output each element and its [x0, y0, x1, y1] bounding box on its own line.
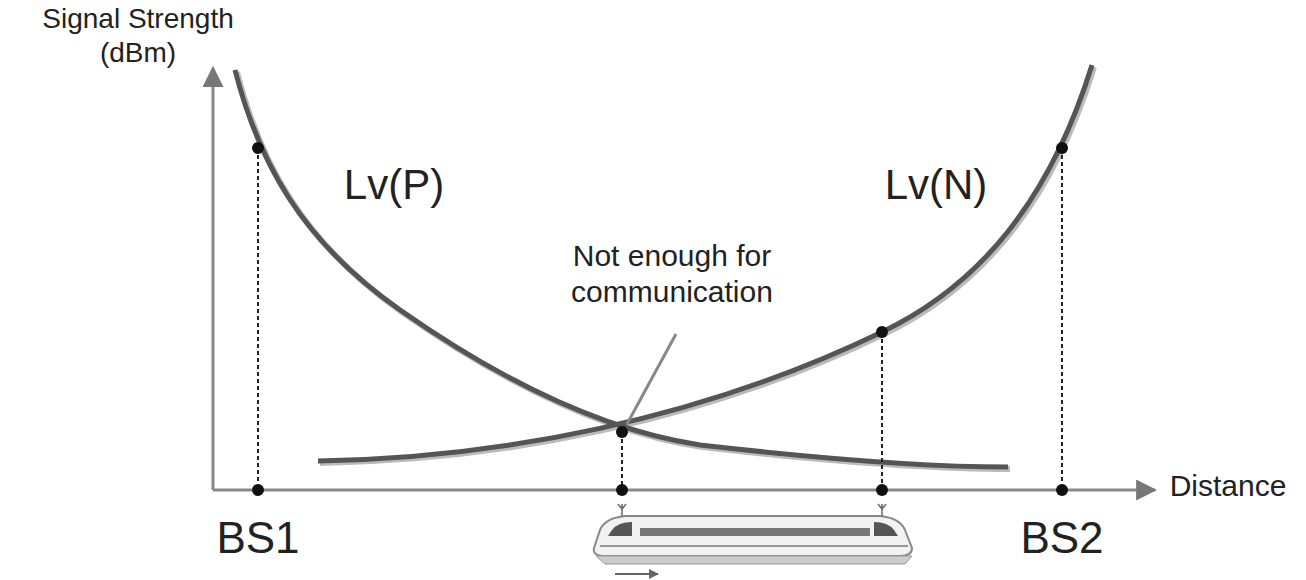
x-axis [213, 489, 1155, 492]
axis-title: Signal Strength (dBm) [3, 2, 273, 69]
curve-label: Lv(N) [846, 160, 1026, 210]
signal-curve [235, 70, 1008, 467]
signal-curve [318, 65, 1092, 461]
drop-lines [258, 148, 1062, 490]
station-label: BS2 [997, 512, 1127, 565]
marker-dots [252, 142, 1068, 496]
leader-line [627, 334, 676, 424]
train-icon [594, 504, 912, 574]
y-axis [212, 68, 215, 490]
station-label: BS1 [193, 512, 323, 565]
axis-label: Distance [1153, 468, 1303, 504]
callout-note: Not enough for communication [547, 238, 797, 310]
curve-label: Lv(P) [304, 160, 484, 210]
